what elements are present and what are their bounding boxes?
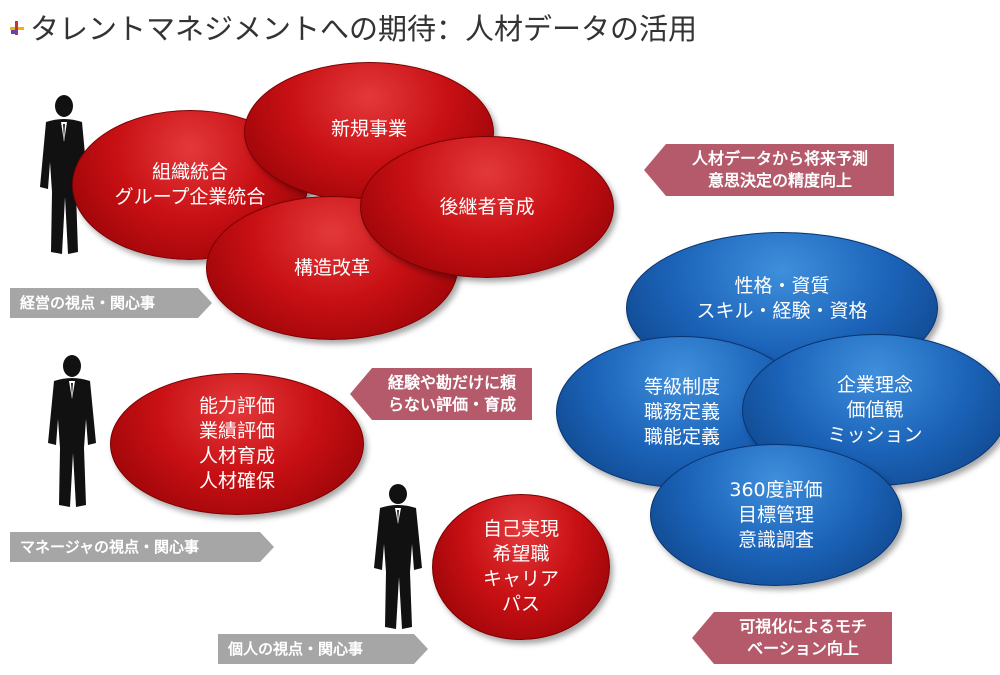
ellipse-line: 組織統合 [151,161,228,183]
ellipse-line: ミッション [827,423,923,446]
callout-future-prediction: 人材データから将来予測 意思決定の精度向上 [644,144,894,196]
ellipse-line: 360度評価 [729,478,823,501]
callout-line: 意思決定の精度向上 [707,171,852,190]
callout-line: ベーション向上 [747,639,859,658]
ellipse-self-realization: 自己実現 希望職 キャリア パス [432,494,610,640]
callout-visualization-motivation: 可視化によるモチ ベーション向上 [692,612,892,664]
callout-not-intuition: 経験や勘だけに頼 らない評価・育成 [350,368,532,420]
ellipse-line: キャリア [482,568,559,590]
ellipse-line: 業績評価 [198,420,275,442]
page-title: タレントマネジメントへの期待：人材データの活用 [30,12,698,46]
title-bullet-icon [10,21,24,35]
ellipse-line: 自己実現 [482,518,559,540]
ellipse-line: 職務定義 [643,400,720,423]
callout-line: 経験や勘だけに頼 [387,373,516,392]
ellipse-line: 性格・資質 [734,275,830,297]
tag-executive-perspective: 経営の視点・関心事 [10,288,212,318]
ellipse-line: 意識調査 [737,528,814,551]
ellipse-line: 後継者育成 [439,195,535,218]
ellipse-line: グループ企業統合 [114,186,266,208]
ellipse-line: 人材育成 [198,445,275,467]
ellipse-successor-development: 後継者育成 [360,136,614,278]
ellipse-line: 新規事業 [330,117,407,140]
manager-silhouette-icon [48,355,96,507]
ellipse-360-evaluation: 360度評価 目標管理 意識調査 [650,444,902,586]
callout-line: 人材データから将来予測 [691,149,868,168]
ellipse-line: 能力評価 [198,395,275,417]
tag-individual-perspective: 個人の視点・関心事 [218,634,428,664]
callout-line: 可視化によるモチ [739,617,867,636]
ellipse-line: 希望職 [492,543,550,565]
ellipse-line: 等級制度 [643,375,720,398]
ellipse-line: パス [501,593,540,615]
ellipse-line: 目標管理 [737,503,814,526]
tag-manager-perspective: マネージャの視点・関心事 [10,532,274,562]
ellipse-line: 人材確保 [198,470,275,492]
ellipse-line: スキル・経験・資格 [696,300,868,322]
executive-silhouette-icon [40,95,88,254]
ellipse-line: 構造改革 [293,256,370,279]
individual-silhouette-icon [374,484,422,629]
ellipse-line: 価値観 [846,398,904,421]
ellipse-line: 職能定義 [643,425,720,448]
ellipse-line: 企業理念 [836,373,913,396]
ellipse-evaluation: 能力評価 業績評価 人材育成 人材確保 [110,373,364,515]
callout-line: らない評価・育成 [387,395,516,414]
